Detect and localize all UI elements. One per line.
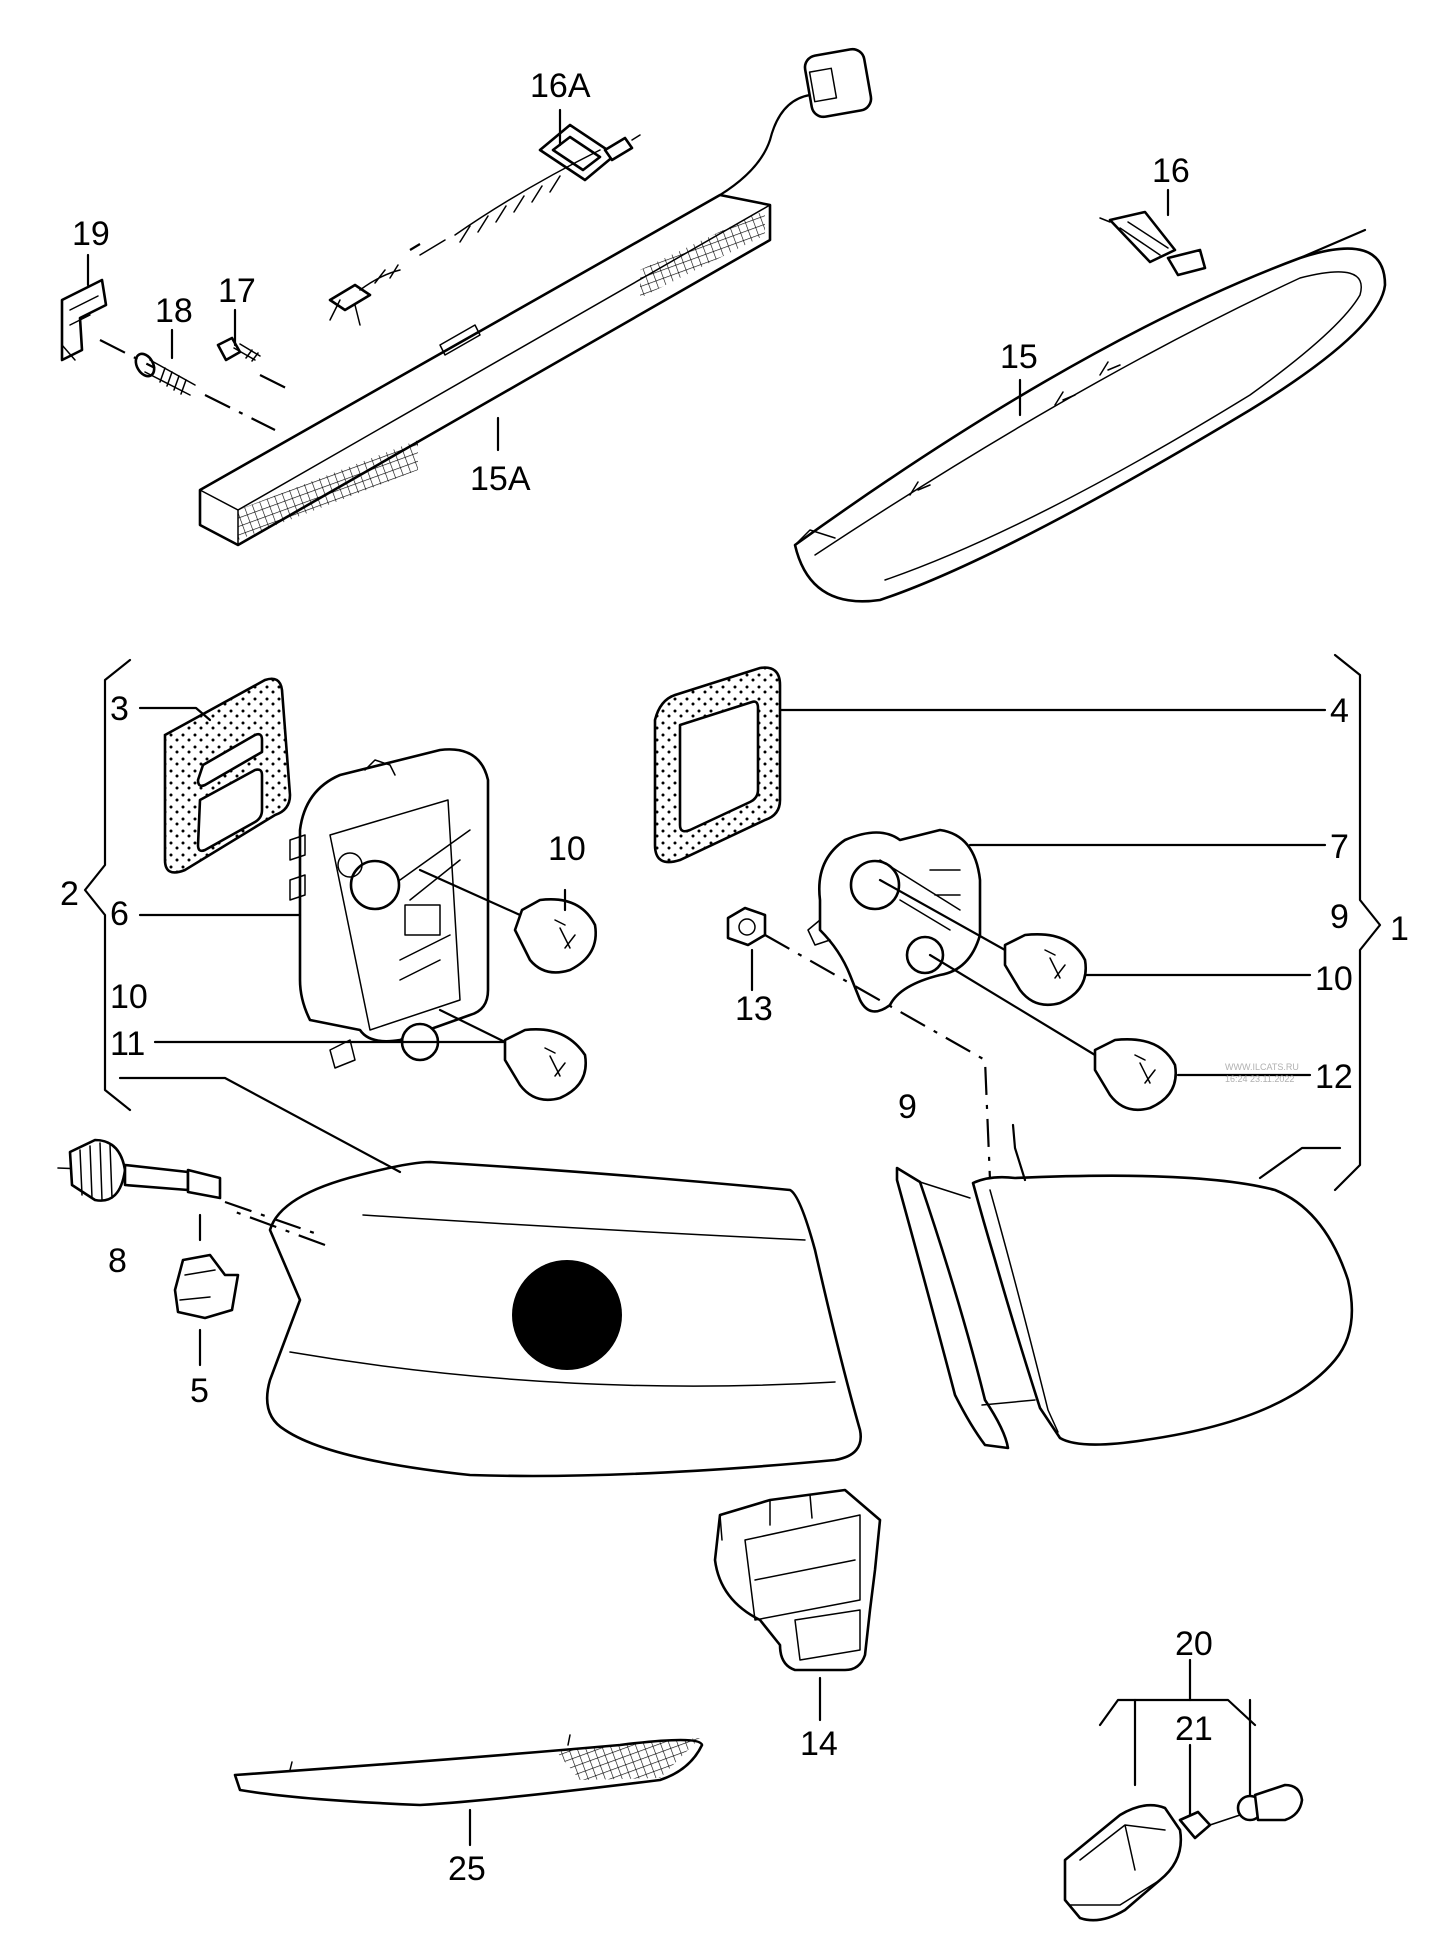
callout-3: 3 (110, 690, 129, 728)
callout-2: 2 (60, 875, 79, 913)
callout-5: 5 (190, 1372, 209, 1410)
callout-9a: 9 (1330, 898, 1349, 936)
screw-16a[interactable] (328, 123, 641, 326)
bolt-17[interactable] (216, 336, 261, 362)
gasket-4[interactable] (653, 666, 782, 864)
callout-8: 8 (108, 1242, 127, 1280)
watermark-line1: WWW.ILCATS.RU (1225, 1062, 1299, 1072)
callout-7: 7 (1330, 828, 1349, 866)
reflector-25[interactable] (233, 1734, 704, 1807)
bulb-socket-16[interactable] (1099, 210, 1207, 277)
callout-18: 18 (155, 292, 193, 330)
license-light-20[interactable] (1063, 1803, 1183, 1922)
callout-14: 14 (800, 1725, 838, 1763)
bulb-10-right[interactable] (878, 878, 1088, 1007)
callout-1: 1 (1390, 910, 1409, 948)
callout-10b: 10 (110, 978, 148, 1016)
clip-5[interactable] (173, 1253, 240, 1320)
bulb-11[interactable] (438, 1008, 588, 1102)
tail-light-2[interactable] (265, 1160, 862, 1478)
callout-15: 15 (1000, 338, 1038, 376)
callout-11: 11 (110, 1025, 145, 1063)
callout-20: 20 (1175, 1625, 1213, 1663)
bulb-12[interactable] (928, 953, 1178, 1112)
brake-light-15a[interactable] (198, 47, 873, 547)
callout-13: 13 (735, 990, 773, 1028)
callout-25: 25 (448, 1850, 486, 1888)
callout-21: 21 (1175, 1710, 1213, 1748)
callout-19: 19 (72, 215, 110, 253)
watermark-line2: 16:24 23.11.2022 (1225, 1074, 1294, 1084)
tail-light-1[interactable] (971, 1174, 1354, 1446)
callout-16a: 16A (530, 67, 591, 105)
bulb-8[interactable] (57, 1138, 222, 1202)
bulb-21[interactable] (1178, 1810, 1241, 1840)
callout-4: 4 (1330, 692, 1349, 730)
gasket-3[interactable] (163, 677, 292, 874)
bulb-10-left[interactable] (418, 868, 598, 974)
callout-9b: 9 (898, 1088, 917, 1126)
callout-10c: 10 (1315, 960, 1353, 998)
stud-bolt-18[interactable] (132, 351, 196, 396)
callout-6: 6 (110, 895, 129, 933)
brake-light-15[interactable] (793, 228, 1387, 603)
bulb-holder-7[interactable] (807, 828, 982, 1013)
bracket-14[interactable] (713, 1488, 882, 1672)
callout-16: 16 (1152, 152, 1190, 190)
callout-10a: 10 (548, 830, 586, 868)
callout-17: 17 (218, 272, 256, 310)
cover-strip-9[interactable] (895, 1166, 1010, 1450)
socket-20[interactable] (1236, 1783, 1304, 1822)
nut-13[interactable] (726, 906, 767, 947)
callout-12: 12 (1315, 1058, 1353, 1096)
callout-15a: 15A (470, 460, 531, 498)
clip-19[interactable] (60, 278, 108, 362)
